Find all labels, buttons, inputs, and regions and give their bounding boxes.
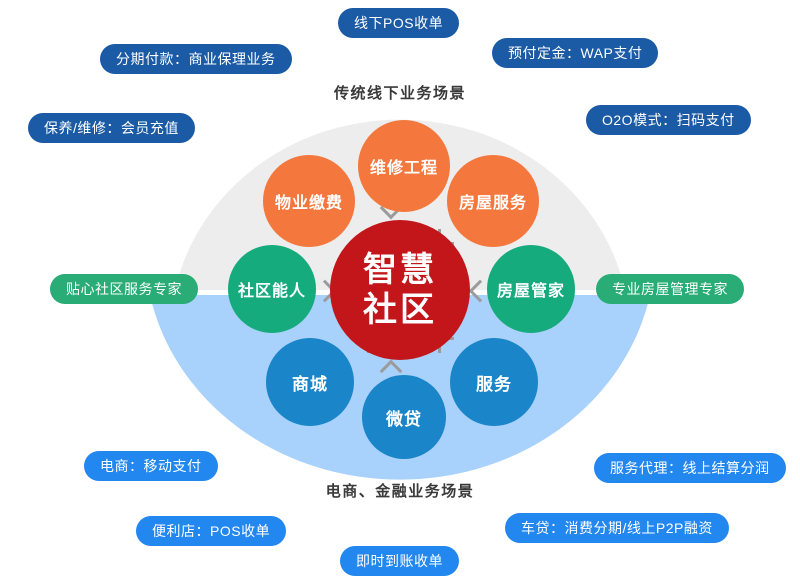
tag-ecommerce-mobile-pay[interactable]: 电商：移动支付 (84, 451, 218, 481)
fan-caption-offline: 传统线下业务场景 (333, 85, 466, 102)
center-node-smart-community[interactable]: 智慧 社区 (330, 220, 470, 360)
node-service[interactable]: 服务 (450, 338, 538, 426)
tag-label: 服务代理：线上结算分润 (610, 460, 770, 476)
node-label: 商城 (292, 374, 328, 394)
tag-label: 电商：移动支付 (100, 458, 202, 474)
tag-label: 即时到账收单 (356, 553, 443, 569)
tag-car-loan-p2p[interactable]: 车贷：消费分期/线上P2P融资 (505, 513, 729, 543)
node-microloan[interactable]: 微贷 (362, 375, 446, 459)
node-housing-service[interactable]: 房屋服务 (447, 155, 539, 247)
tag-installment-factoring[interactable]: 分期付款：商业保理业务 (100, 44, 292, 74)
tag-prepay-wap[interactable]: 预付定金：WAP支付 (492, 38, 659, 68)
node-property-payment[interactable]: 物业缴费 (263, 155, 355, 247)
node-repair-engineering[interactable]: 维修工程 (358, 120, 450, 212)
tag-o2o-qrcode[interactable]: O2O模式：扫码支付 (586, 105, 751, 135)
tag-label: 线下POS收单 (354, 15, 444, 31)
tag-instant-settlement[interactable]: 即时到账收单 (340, 546, 459, 576)
center-label-line2: 社区 (363, 291, 437, 329)
tag-service-agent-settlement[interactable]: 服务代理：线上结算分润 (594, 453, 786, 483)
node-mall[interactable]: 商城 (266, 338, 354, 426)
fan-caption-ecommerce: 电商、金融业务场景 (325, 483, 475, 500)
tag-label: 便利店：POS收单 (152, 523, 271, 539)
node-label: 物业缴费 (274, 195, 343, 212)
node-label: 维修工程 (369, 160, 438, 177)
tag-label: 专业房屋管理专家 (612, 281, 728, 297)
tag-label: 分期付款：商业保理业务 (116, 51, 276, 67)
tag-label: 车贷：消费分期/线上P2P融资 (521, 520, 713, 536)
tag-offline-pos[interactable]: 线下POS收单 (338, 8, 460, 38)
node-house-steward[interactable]: 房屋管家 (487, 245, 575, 333)
tag-label: 贴心社区服务专家 (66, 281, 182, 297)
tag-label: 保养/维修：会员充值 (44, 120, 179, 136)
node-label: 社区能人 (237, 283, 306, 300)
tag-label: O2O模式：扫码支付 (602, 112, 735, 128)
node-label: 房屋服务 (458, 195, 527, 212)
tag-convenience-store-pos[interactable]: 便利店：POS收单 (136, 516, 287, 546)
node-community-talent[interactable]: 社区能人 (228, 245, 316, 333)
node-label: 微贷 (386, 409, 422, 429)
tag-maintenance-membership[interactable]: 保养/维修：会员充值 (28, 113, 195, 143)
tag-label: 预付定金：WAP支付 (508, 45, 643, 61)
tag-house-management-expert[interactable]: 专业房屋管理专家 (596, 274, 744, 304)
node-label: 房屋管家 (496, 283, 565, 300)
center-label-line1: 智慧 (363, 251, 437, 289)
tag-community-service-expert[interactable]: 贴心社区服务专家 (50, 274, 198, 304)
node-label: 服务 (476, 374, 512, 394)
